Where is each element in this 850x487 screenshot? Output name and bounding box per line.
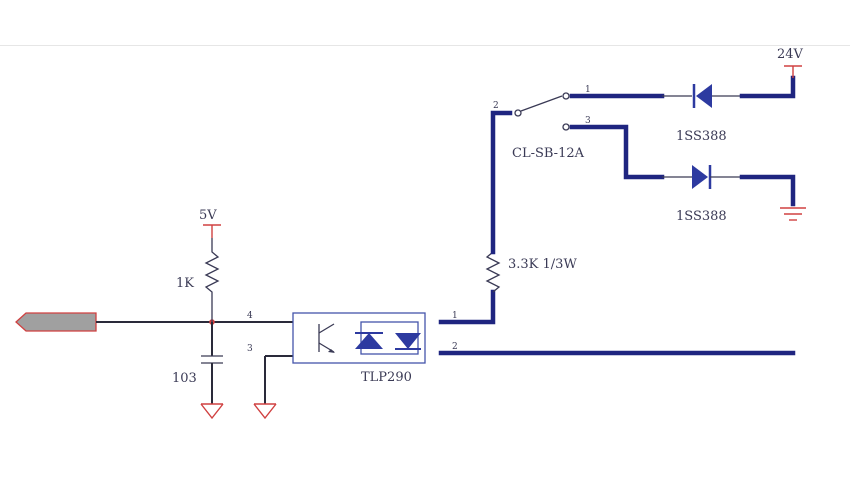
switch-lever: [520, 95, 563, 112]
opto-pin3-label: 3: [247, 344, 253, 354]
resistor-1k: [204, 238, 220, 322]
switch-common-wire: [490, 110, 513, 255]
switch-pin3-label: 3: [585, 116, 591, 126]
optocoupler-package: [292, 312, 426, 364]
resistor-1k-label: 1K: [176, 276, 194, 291]
supply-5v-label: 5V: [199, 208, 217, 223]
diode-bottom-label: 1SS388: [676, 209, 727, 224]
input-connector: [15, 312, 97, 332]
top-branch-wire-right: [739, 75, 796, 99]
switch-part-label: CL-SB-12A: [512, 146, 585, 161]
diode-bottom: [662, 165, 742, 189]
output-wire-pin1: [438, 289, 496, 325]
resistor-3k3: [485, 251, 501, 293]
supply-24v-label: 24V: [777, 47, 804, 62]
diode-top: [662, 84, 742, 108]
supply-5v-symbol: [203, 224, 221, 238]
switch-common-contact: [514, 109, 522, 117]
diode-top-label: 1SS388: [676, 129, 727, 144]
resistor-3k3-label: 3.3K 1/3W: [508, 257, 577, 272]
capacitor-103: [201, 322, 223, 404]
ground-symbol-pin3: [253, 403, 277, 420]
opto-pin4-label: 4: [247, 311, 253, 321]
opto-pin1-label: 1: [452, 311, 458, 321]
capacitor-103-label: 103: [172, 371, 197, 386]
switch-pin1-label: 1: [585, 85, 591, 95]
opto-pin2-label: 2: [452, 342, 458, 352]
bottom-branch-wire-right: [739, 174, 796, 207]
bottom-branch-wire-left: [569, 124, 665, 180]
switch-contact-3: [562, 123, 570, 131]
supply-24v-symbol: [784, 65, 802, 78]
optocoupler-led-pair: [355, 321, 421, 355]
ground-symbol-cap: [200, 403, 224, 420]
optocoupler-label: TLP290: [361, 370, 412, 385]
switch-contact-1: [562, 92, 570, 100]
ground-symbol-output: [780, 207, 806, 221]
top-divider: [0, 45, 850, 46]
switch-pin2-label: 2: [493, 101, 499, 111]
optocoupler-transistor: [318, 323, 335, 353]
